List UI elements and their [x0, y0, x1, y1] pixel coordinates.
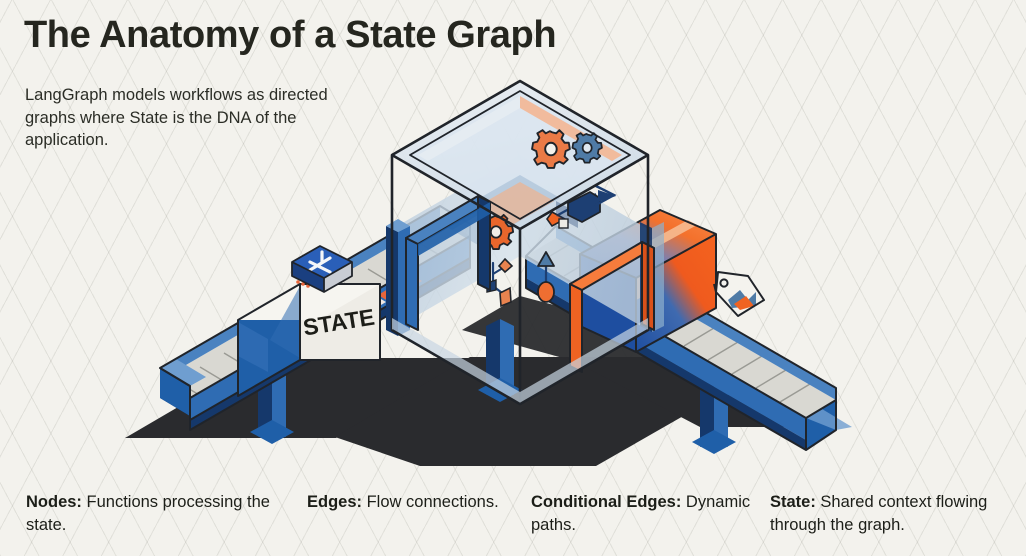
caption-row: Nodes: Functions processing the state. E… [0, 491, 1026, 549]
caption-conditional-edges: Conditional Edges: Dynamic paths. [531, 491, 756, 537]
glass-cube-machine [386, 79, 664, 406]
caption-edges-text: Flow connections. [362, 493, 499, 511]
caption-state-term: State: [770, 493, 816, 511]
caption-state: State: Shared context flowing through th… [770, 491, 1020, 537]
state-book [291, 245, 353, 293]
caption-state-text: Shared context flowing through the graph… [770, 493, 988, 534]
caption-nodes: Nodes: Functions processing the state. [26, 491, 296, 537]
caption-edges-term: Edges: [307, 493, 363, 511]
state-box-group: STATE [237, 245, 381, 397]
page-title: The Anatomy of a State Graph [24, 14, 557, 56]
caption-nodes-term: Nodes: [26, 493, 82, 511]
caption-nodes-text: Functions processing the state. [26, 493, 270, 534]
caption-conditional-edges-term: Conditional Edges: [531, 493, 682, 511]
output-tag [713, 271, 765, 317]
output-archway [569, 241, 655, 373]
caption-conditional-edges-text: Dynamic paths. [531, 493, 751, 534]
caption-edges: Edges: Flow connections. [307, 491, 517, 514]
gear-orange-top [531, 129, 571, 169]
gear-blue-top [571, 132, 603, 164]
flow-arrow-right [546, 184, 617, 229]
node-arrow-right [537, 251, 555, 303]
page-subtitle: LangGraph models workflows as directed g… [25, 86, 328, 149]
